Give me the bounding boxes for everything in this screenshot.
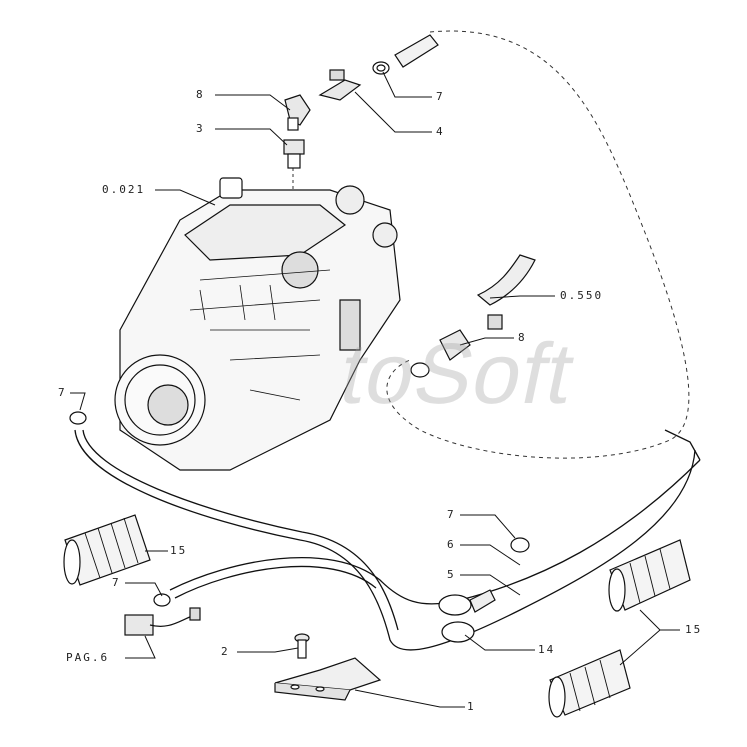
flywheel-hub: [147, 384, 189, 426]
fitting-8-right: [439, 314, 503, 361]
pipe-6-inner: [82, 429, 399, 631]
pulley-right: [372, 222, 398, 248]
callout-14: 14: [538, 643, 556, 656]
pipe-6: [74, 429, 696, 651]
bolt-2: [294, 633, 310, 659]
callout-7-left: 7: [58, 386, 67, 399]
callout-3: 3: [196, 122, 205, 135]
engine-assembly: [114, 177, 401, 471]
pipe-5-inner: [174, 565, 377, 599]
callout-5: 5: [447, 568, 456, 581]
engine-detail-lines: [189, 269, 331, 401]
oil-filler-cap: [219, 177, 243, 199]
dashed-routing-line: [386, 30, 690, 459]
leader-lines: [70, 71, 680, 708]
callout-pag6: PAG.6: [66, 651, 110, 664]
callout-15-left: 15: [170, 544, 188, 557]
oil-filter: [339, 299, 361, 351]
bellows-15-right-bottom: [548, 649, 631, 718]
callout-4: 4: [436, 125, 445, 138]
flywheel-ring: [124, 364, 196, 436]
valve-4: [318, 69, 362, 101]
callout-7-lower: 7: [112, 576, 121, 589]
callout-8-right: 8: [518, 331, 527, 344]
clamp-7-left: [69, 411, 87, 425]
valve-cover: [184, 204, 347, 261]
callout-7-top: 7: [436, 90, 445, 103]
bellows-15-right-top: [608, 539, 691, 612]
callout-1: 1: [467, 700, 476, 713]
watermark: toSoft: [331, 326, 584, 422]
callout-8-top: 8: [196, 88, 205, 101]
pipe-5: [169, 459, 701, 605]
bellows-15-left: [63, 514, 151, 586]
bracket-14: [438, 589, 496, 643]
callout-0021: 0.021: [102, 183, 146, 196]
turbocharger: [281, 251, 319, 289]
callout-7-mid: 7: [447, 508, 456, 521]
callout-15-right: 15: [685, 623, 703, 636]
clamp-7-lower: [153, 593, 171, 607]
clamp-7-right: [410, 362, 430, 378]
pipe-end-right: [664, 429, 701, 461]
callout-0550: 0.550: [560, 289, 604, 302]
callout-2: 2: [221, 645, 230, 658]
adapter-3: [283, 139, 305, 169]
hose-bend-0550: [476, 254, 536, 306]
callout-6: 6: [447, 538, 456, 551]
hose-short-top: [394, 34, 439, 68]
clamp-7-mid: [510, 537, 530, 553]
sensor-pag6: [124, 607, 201, 636]
pipe-assembly: [74, 429, 701, 651]
fitting-elbow-8-top: [284, 94, 311, 131]
clamp-7-top: [372, 61, 390, 75]
pulley-top: [335, 185, 365, 215]
bracket-plate-1: [274, 657, 382, 701]
